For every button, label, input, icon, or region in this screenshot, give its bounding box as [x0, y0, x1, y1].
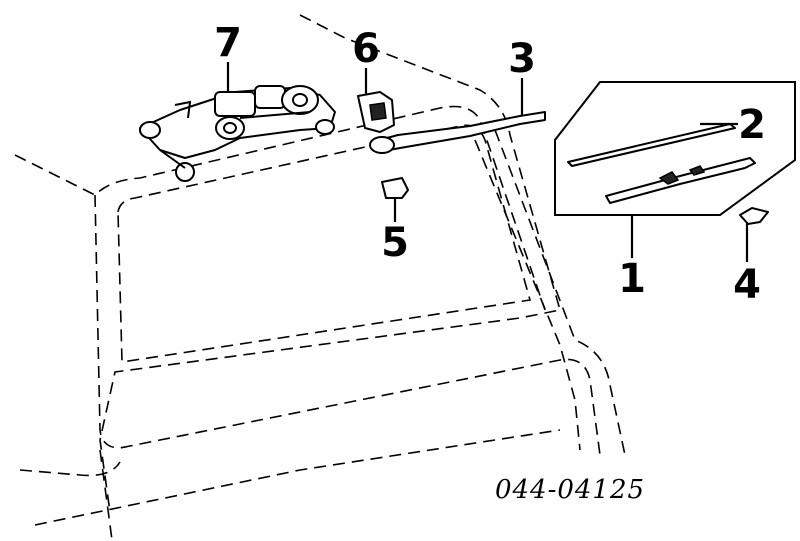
callout-3: 3	[508, 36, 536, 82]
grommet	[381, 177, 409, 199]
blade-inset-box	[554, 81, 796, 216]
callout-5: 5	[381, 220, 409, 266]
diagram-part-number: 044-04125	[495, 475, 645, 505]
callout-1: 1	[618, 256, 646, 302]
blade-clip	[739, 207, 769, 225]
wiper-arm	[369, 111, 546, 154]
leader-lines	[226, 62, 749, 262]
callout-4: 4	[733, 262, 761, 308]
pivot-cap	[357, 91, 395, 133]
callout-6: 6	[352, 26, 380, 72]
wiper-motor-assembly	[139, 85, 336, 182]
callout-2: 2	[738, 102, 766, 148]
liftgate-outline	[14, 14, 626, 541]
callout-7: 7	[214, 20, 242, 66]
